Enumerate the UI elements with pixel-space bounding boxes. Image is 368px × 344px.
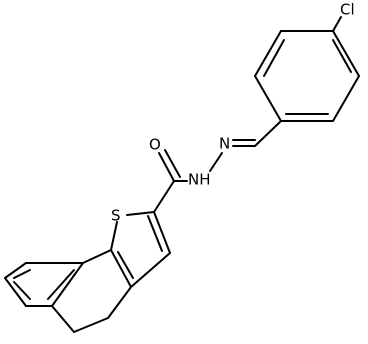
bond bbox=[82, 249, 112, 264]
dihydro-ring bbox=[51, 249, 132, 333]
bond bbox=[254, 75, 282, 122]
thiophene-ring bbox=[110, 211, 171, 288]
chlorophenyl-ring bbox=[254, 30, 360, 122]
double-bond-inner bbox=[117, 251, 134, 279]
bond bbox=[110, 249, 132, 288]
bond-carbonyl-thiophene bbox=[153, 180, 175, 213]
double-bond-inner bbox=[13, 269, 31, 279]
bond bbox=[51, 262, 84, 307]
sulfur-atom-label: S bbox=[111, 207, 121, 225]
bond-carbon-chlorine bbox=[332, 16, 342, 32]
bond bbox=[73, 317, 109, 333]
benzo-ring bbox=[4, 262, 84, 307]
bond bbox=[107, 286, 132, 319]
bond bbox=[51, 305, 75, 333]
bond-ring-imine-carbon bbox=[254, 120, 282, 147]
carbonyl-double-bond bbox=[158, 152, 175, 182]
chlorine-atom-label: Cl bbox=[340, 1, 355, 19]
bond-hydrazine-n-n bbox=[209, 152, 223, 172]
double-bond-inner bbox=[147, 215, 163, 252]
carbonyl-double-bond bbox=[164, 149, 181, 178]
bond bbox=[126, 211, 155, 216]
imine-nitrogen-label: N bbox=[219, 135, 230, 153]
bond bbox=[332, 30, 360, 77]
bond bbox=[4, 277, 27, 307]
oxygen-atom-label: O bbox=[149, 136, 161, 154]
double-bond-inner bbox=[263, 39, 285, 77]
bond bbox=[254, 30, 282, 77]
bond bbox=[4, 262, 27, 279]
bond bbox=[153, 211, 171, 254]
bond bbox=[130, 252, 171, 288]
double-bond-inner bbox=[13, 281, 31, 300]
amide-nitrogen-label: NH bbox=[188, 171, 211, 189]
bond bbox=[110, 221, 118, 251]
bond bbox=[332, 75, 360, 122]
double-bond-inner bbox=[47, 269, 75, 300]
double-bond-inner bbox=[332, 39, 352, 73]
